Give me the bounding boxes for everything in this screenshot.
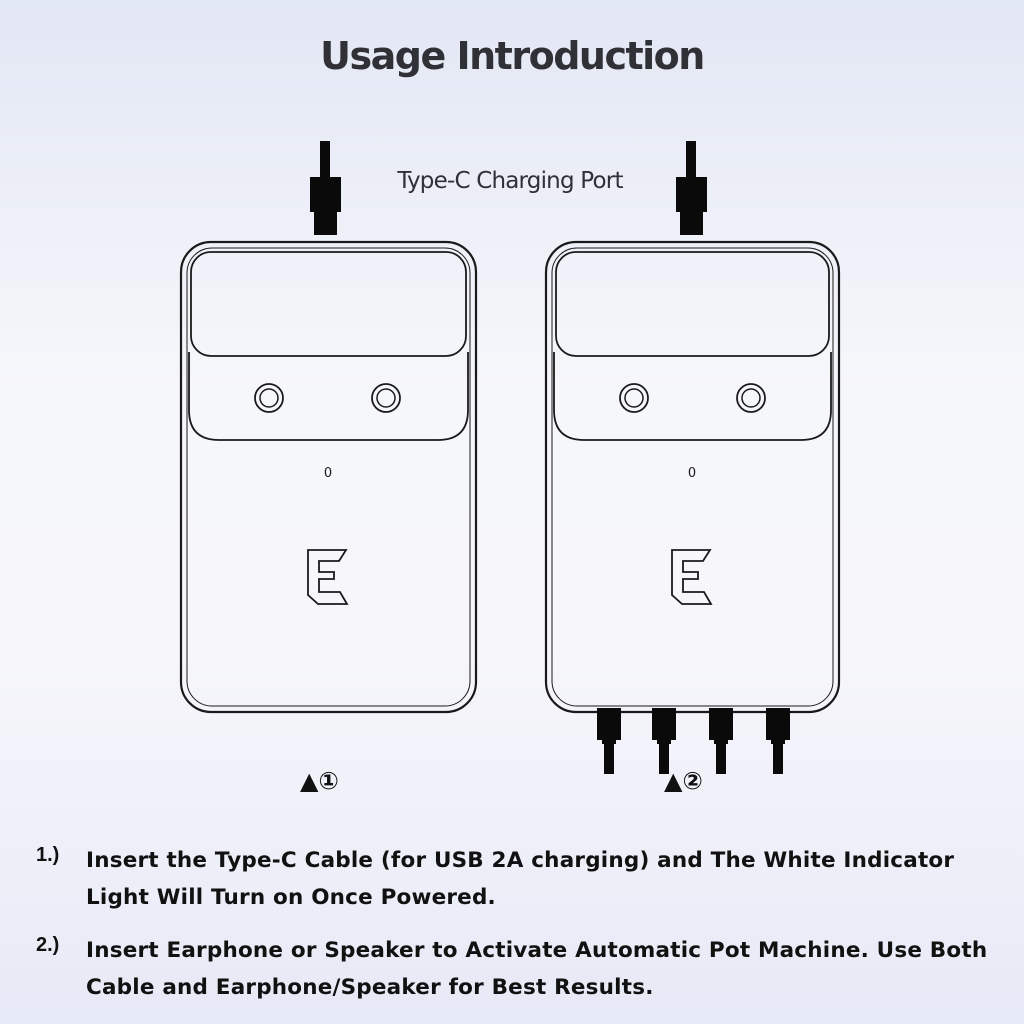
device-2: 0	[544, 141, 841, 774]
device-2-control-panel	[553, 352, 832, 441]
device-2-screen	[555, 251, 830, 357]
device-1-indicator-light: 0	[324, 466, 332, 481]
audio-cable-3	[709, 708, 733, 774]
device-2-button-left	[619, 383, 649, 413]
audio-cable-4	[766, 708, 790, 774]
device-1: 0	[179, 141, 478, 714]
step-2-marker: ▲②	[664, 767, 703, 795]
instruction-number: 1.)	[36, 844, 60, 866]
device-2-body	[544, 240, 841, 714]
instruction-item: 2.) Insert Earphone or Speaker to Activa…	[36, 932, 996, 1006]
page-title: Usage Introduction	[320, 34, 705, 78]
device-1-typec-cable	[310, 141, 341, 235]
device-2-typec-cable	[676, 141, 707, 235]
device-1-screen	[190, 251, 467, 357]
instruction-number: 2.)	[36, 934, 60, 956]
instruction-item: 1.) Insert the Type-C Cable (for USB 2A …	[36, 842, 996, 916]
device-2-logo-icon	[671, 549, 713, 605]
instruction-text: Insert Earphone or Speaker to Activate A…	[86, 938, 988, 1000]
device-1-logo-icon	[307, 549, 349, 605]
port-label: Type-C Charging Port	[397, 168, 623, 194]
device-2-audio-cables	[597, 708, 790, 774]
audio-cable-2	[652, 708, 676, 774]
device-1-button-right	[371, 383, 401, 413]
device-2-indicator-light: 0	[688, 466, 696, 481]
device-1-control-panel	[188, 352, 469, 441]
device-1-button-left	[254, 383, 284, 413]
audio-cable-1	[597, 708, 621, 774]
instructions-list: 1.) Insert the Type-C Cable (for USB 2A …	[36, 842, 996, 1022]
device-1-body	[179, 240, 478, 714]
instruction-text: Insert the Type-C Cable (for USB 2A char…	[86, 848, 955, 910]
device-2-button-right	[736, 383, 766, 413]
step-1-marker: ▲①	[300, 767, 339, 795]
